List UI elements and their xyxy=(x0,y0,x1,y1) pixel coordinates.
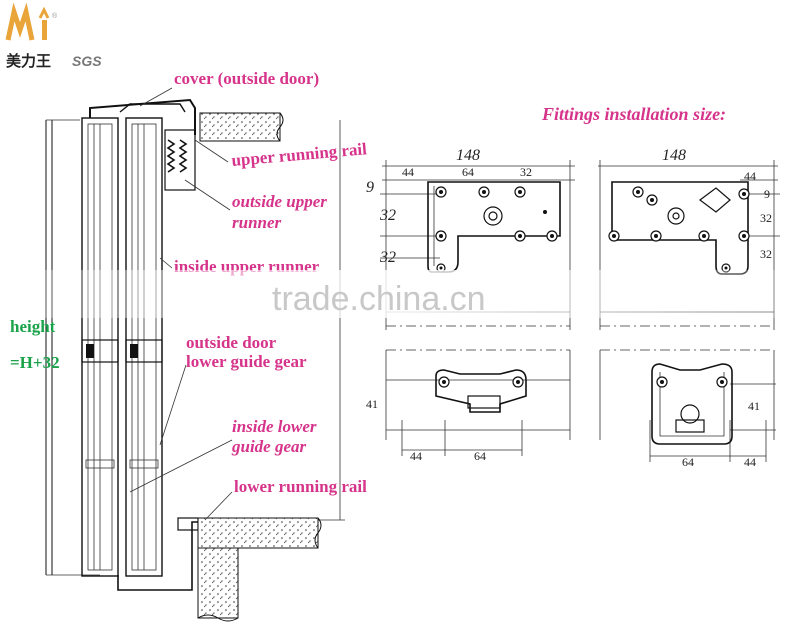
sgs-mark: SGS xyxy=(72,53,102,69)
dim-tl-width: 148 xyxy=(456,147,480,164)
label-outside-door-2: lower guide gear xyxy=(186,352,307,371)
dim-bl-h: 41 xyxy=(366,397,378,411)
label-outside-upper-runner-1: outside upper xyxy=(232,192,327,211)
dim-br-a: 64 xyxy=(682,455,694,469)
dim-tr-offset: 9 xyxy=(764,187,770,201)
dim-tr-v1: 32 xyxy=(760,211,772,225)
dim-tl-c: 32 xyxy=(520,165,532,179)
dim-bl-a: 44 xyxy=(410,449,422,463)
dim-tr-a: 44 xyxy=(744,169,756,183)
dim-tr-v2: 32 xyxy=(760,247,772,261)
dim-tr-width: 148 xyxy=(662,147,686,164)
dim-bl-b: 64 xyxy=(474,449,486,463)
svg-text:®: ® xyxy=(52,12,58,20)
dim-br-h: 41 xyxy=(748,399,760,413)
label-inside-lower-2: guide gear xyxy=(231,437,307,456)
dim-tl-a: 44 xyxy=(402,165,414,179)
label-inside-lower-1: inside lower xyxy=(232,417,317,436)
dim-tl-b: 64 xyxy=(462,165,474,179)
fittings-title: Fittings installation size: xyxy=(541,104,726,124)
label-outside-upper-runner-2: runner xyxy=(232,213,282,232)
fitting-bottom-left: 41 44 64 xyxy=(366,349,571,463)
label-cover: cover (outside door) xyxy=(174,69,319,88)
dim-tl-v1: 32 xyxy=(379,207,396,224)
label-lower-running-rail: lower running rail xyxy=(234,477,367,496)
dim-br-b: 44 xyxy=(744,455,756,469)
label-upper-running-rail: upper running rail xyxy=(231,139,368,170)
dim-tl-v2: 32 xyxy=(379,249,396,266)
door-cross-section xyxy=(45,87,345,622)
brand-chinese-name: 美力王 xyxy=(6,52,51,70)
label-height-2: =H+32 xyxy=(10,353,60,372)
watermark-text: trade.china.cn xyxy=(272,280,486,318)
label-outside-door-1: outside door xyxy=(186,333,277,352)
label-height-1: height xyxy=(10,317,56,336)
fitting-top-right: 148 44 9 32 32 xyxy=(598,147,780,330)
dim-tl-offset: 9 xyxy=(366,179,374,196)
watermark: trade.china.cn xyxy=(0,270,800,318)
brand-logo: ® 美力王 SGS xyxy=(5,2,102,70)
fitting-bottom-right: 41 64 44 xyxy=(599,349,776,469)
fitting-top-left: 148 44 64 32 9 32 32 xyxy=(366,147,575,330)
